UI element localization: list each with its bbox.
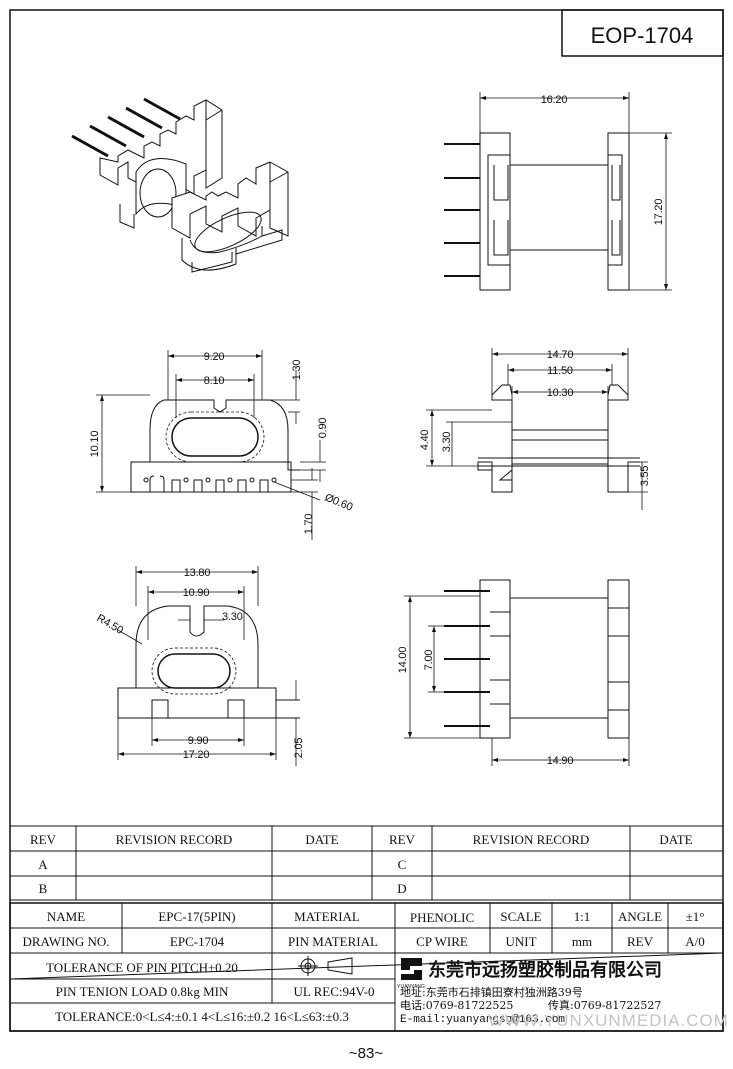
dim-bot-3-30: 3.30 [222, 611, 243, 623]
part-number: EOP-1704 [591, 23, 694, 48]
unit-label: UNIT [505, 934, 536, 949]
scale-value: 1:1 [574, 909, 591, 924]
rev-label: REV [627, 934, 654, 949]
date-header-left: DATE [305, 832, 338, 847]
rev-row-b: B [39, 881, 48, 896]
rev-row-a: A [38, 857, 48, 872]
tolerance-line: TOLERANCE:0<L≤4:±0.1 4<L≤16:±0.2 16<L≤63… [55, 1009, 349, 1024]
dim-bot-13-80: 13.80 [184, 567, 211, 579]
pin-load: PIN TENION LOAD 0.8kg MIN [56, 984, 229, 999]
company-logo: YUANYANG [397, 958, 425, 990]
tolerance-pitch: TOLERANCE OF PIN PITCH±0.20 [46, 960, 238, 975]
rev-row-d: D [397, 881, 406, 896]
projection-symbol-icon [298, 956, 353, 976]
bottom-view: 13.80 10.90 3.30 R4.50 9.90 17.20 2.05 [95, 566, 305, 766]
dim-front-0-90: 0.90 [317, 418, 329, 439]
side-view-bottom: 14.00 7.00 14.90 [397, 579, 630, 767]
dim-side-width: 16.20 [541, 94, 568, 106]
title-block: NAME EPC-17(5PIN) MATERIAL PHENOLIC SCAL… [9, 902, 724, 1032]
pin-material-label: PIN MATERIAL [288, 934, 378, 949]
rev-header-right: REV [389, 832, 416, 847]
material-label: MATERIAL [294, 909, 360, 924]
dim-side-height: 17.20 [653, 199, 665, 226]
dim-bot-r4-50: R4.50 [95, 612, 126, 637]
dim-mid-4-40: 4.40 [419, 430, 431, 451]
date-header-right: DATE [659, 832, 692, 847]
dim-front-8-10: 8.10 [204, 375, 225, 387]
dim-mid-3-30: 3.30 [441, 432, 453, 453]
name-value: EPC-17(5PIN) [158, 909, 235, 924]
dim-mid-10-30: 10.30 [547, 387, 574, 399]
dim-mid-3-55: 3.55 [639, 466, 651, 487]
dim-bot-10-90: 10.90 [183, 587, 210, 599]
company-name: 东莞市远扬塑胶制品有限公司 [428, 959, 662, 981]
dim-front-1-30: 1.30 [291, 360, 303, 381]
record-header-left: REVISION RECORD [116, 832, 233, 847]
dim-front-0-60: Ø0.60 [323, 492, 354, 514]
name-label: NAME [47, 909, 85, 924]
watermark: WWW.YUNXUNMEDIA.COM [488, 1011, 729, 1030]
logo-text: YUANYANG [397, 984, 425, 990]
rev-row-c: C [398, 857, 407, 872]
dim-bot-17-20: 17.20 [183, 749, 210, 761]
company-phone: 电话:0769-81722525 [400, 999, 513, 1012]
scale-label: SCALE [500, 909, 541, 924]
dim-bot-9-90: 9.90 [188, 735, 209, 747]
part-number-box: EOP-1704 [561, 9, 724, 57]
company-fax: 传真:0769-81722527 [548, 998, 661, 1012]
side-view-middle: 14.70 11.50 10.30 4.40 3.30 3.55 [419, 348, 651, 510]
isometric-view [71, 97, 289, 273]
rev-header-left: REV [30, 832, 57, 847]
angle-label: ANGLE [618, 909, 662, 924]
angle-value: ±1° [686, 909, 705, 924]
record-header-right: REVISION RECORD [473, 832, 590, 847]
dim-front-9-20: 9.20 [204, 351, 225, 363]
unit-value: mm [572, 934, 592, 949]
dim-bot-2-05: 2.05 [293, 738, 305, 759]
rev-value: A/0 [685, 934, 705, 949]
drawing-no-value: EPC-1704 [170, 934, 225, 949]
dim-mid-14-70: 14.70 [547, 349, 574, 361]
dim-br-14-00: 14.00 [397, 647, 409, 674]
dim-br-7-00: 7.00 [423, 650, 435, 671]
dim-mid-11-50: 11.50 [547, 365, 573, 377]
dim-front-10-10: 10.10 [89, 431, 101, 458]
revision-table: REV REVISION RECORD DATE REV REVISION RE… [9, 825, 724, 901]
pin-material-value: CP WIRE [416, 934, 468, 949]
company-email: E-mail:yuanyangsg@163.com [400, 1014, 565, 1026]
front-view: 9.20 8.10 1.30 10.10 0.90 Ø0.60 1.70 [89, 350, 354, 540]
dim-front-1-70: 1.70 [303, 514, 315, 535]
dim-br-14-90: 14.90 [547, 755, 574, 767]
side-view-top: 16.20 17.20 [444, 92, 672, 291]
company-address: 地址:东莞市石排镇田寮村独洲路39号 [400, 985, 583, 999]
ul-rec: UL REC:94V-0 [293, 984, 374, 999]
material-value: PHENOLIC [410, 910, 474, 925]
drawing-no-label: DRAWING NO. [22, 934, 109, 949]
page-number: ~83~ [349, 1045, 383, 1062]
